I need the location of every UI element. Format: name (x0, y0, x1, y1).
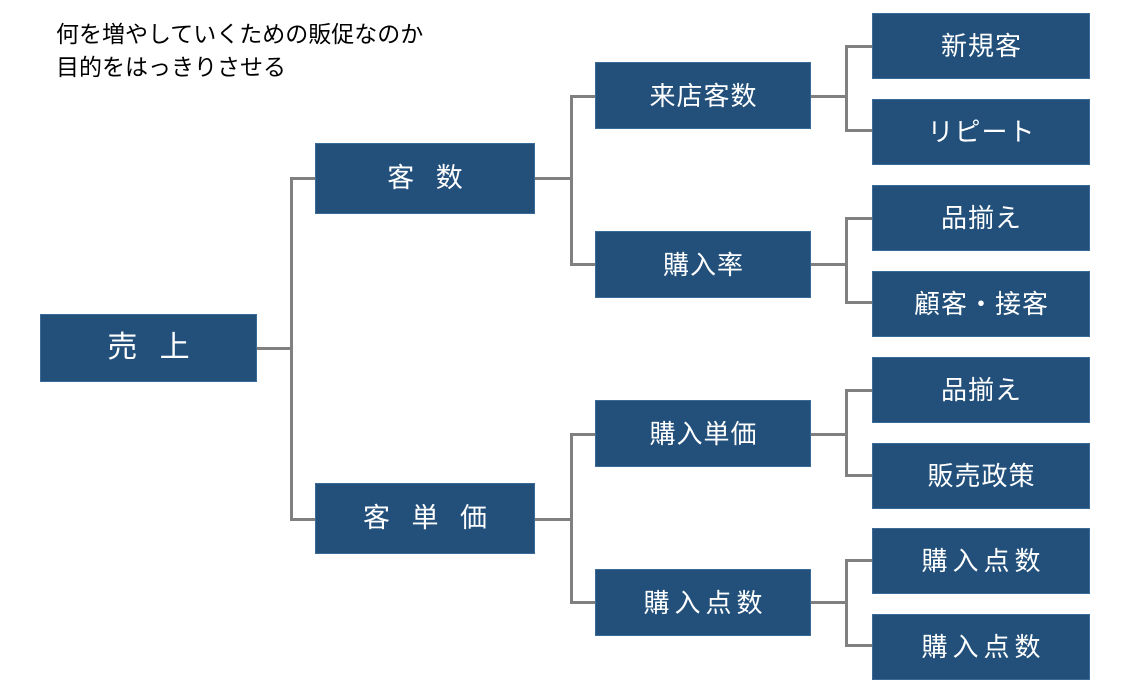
node-new-customers[interactable]: 新規客 (872, 13, 1090, 79)
node-customer-unit-price[interactable]: 客 単 価 (315, 483, 535, 554)
node-sales-policy[interactable]: 販売政策 (872, 443, 1090, 509)
node-purchase-item-count-leaf-1[interactable]: 購入点数 (872, 528, 1090, 594)
connector-kounyuutanka-spine (845, 389, 848, 476)
connector-to-kyakusu (290, 177, 317, 180)
node-purchase-rate[interactable]: 購入率 (595, 231, 811, 298)
node-sales-root[interactable]: 売 上 (40, 314, 257, 382)
node-customer-count[interactable]: 客 数 (315, 143, 535, 214)
connector-root-spine (290, 177, 293, 521)
node-product-assortment-1[interactable]: 品揃え (872, 185, 1090, 251)
connector-kyakusu-stem (535, 177, 573, 180)
connector-kounyuuritsu-spine (845, 217, 848, 304)
connector-kounyuutensuu-spine (845, 559, 848, 646)
connector-raitenkyakusu-spine (845, 45, 848, 132)
connector-to-kounyuutensuu (570, 601, 597, 604)
connector-to-shinazoroe-2 (845, 389, 874, 392)
connector-to-kounyuutensuu-2 (845, 644, 874, 647)
connector-to-kounyuutanka (570, 433, 597, 436)
connector-root-stem (255, 347, 293, 350)
connector-to-kokyaku-sekkyaku (845, 301, 874, 304)
connector-to-hanbaiseisaku (845, 474, 874, 477)
node-customer-service[interactable]: 顧客・接客 (872, 271, 1090, 337)
connector-to-kounyuutensuu-1 (845, 559, 874, 562)
connector-kounyuuritsu-stem (810, 263, 848, 266)
node-store-visitors[interactable]: 来店客数 (595, 62, 811, 129)
connector-to-repeat (845, 129, 874, 132)
node-product-assortment-2[interactable]: 品揃え (872, 357, 1090, 423)
connector-kounyuutensuu-stem (810, 601, 848, 604)
connector-to-raitenkyakusu (570, 95, 597, 98)
connector-kyakutanka-spine (570, 433, 573, 603)
node-purchase-item-count[interactable]: 購入点数 (595, 569, 811, 636)
connector-to-shinazoroe-1 (845, 217, 874, 220)
connector-to-kyakutanka (290, 518, 317, 521)
node-repeat-customers[interactable]: リピート (872, 99, 1090, 165)
node-purchase-unit-price[interactable]: 購入単価 (595, 400, 811, 467)
connector-raitenkyakusu-stem (810, 95, 848, 98)
node-purchase-item-count-leaf-2[interactable]: 購入点数 (872, 614, 1090, 680)
connector-to-kounyuuritsu (570, 263, 597, 266)
connector-kounyuutanka-stem (810, 433, 848, 436)
diagram-title: 何を増やしていくための販促なのか 目的をはっきりさせる (56, 21, 424, 80)
connector-kyakutanka-stem (535, 518, 573, 521)
connector-kyakusu-spine (570, 95, 573, 265)
connector-to-shinkikyaku (845, 45, 874, 48)
